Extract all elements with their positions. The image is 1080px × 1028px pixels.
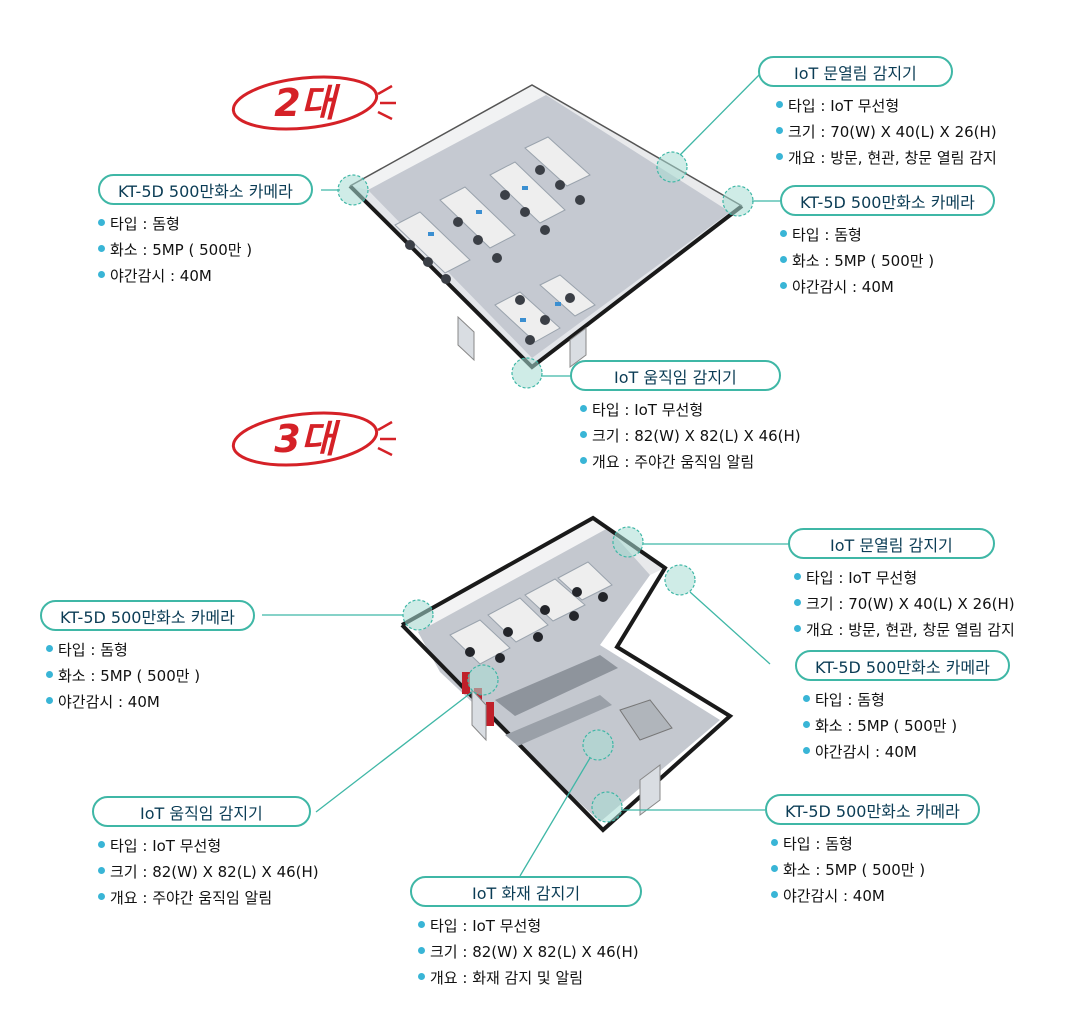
spec-item: 개요 : 주야간 움직임 알림 <box>98 885 319 911</box>
spec-item: 화소 : 5MP ( 500만 ) <box>803 713 1010 739</box>
bullet-icon <box>98 893 105 900</box>
bullet-icon <box>776 153 783 160</box>
floor2-callout-camera-bottom: KT-5D 500만화소 카메라 타입 : 돔형 화소 : 5MP ( 500만… <box>765 794 980 909</box>
badge-ellipse-icon <box>231 411 396 467</box>
floor2-callout-camera-right: KT-5D 500만화소 카메라 타입 : 돔형 화소 : 5MP ( 500만… <box>795 650 1010 765</box>
bullet-icon <box>98 841 105 848</box>
callout-title: IoT 움직임 감지기 <box>570 360 781 391</box>
floor2-callout-camera-left: KT-5D 500만화소 카메라 타입 : 돔형 화소 : 5MP ( 500만… <box>40 600 255 715</box>
callout-title: KT-5D 500만화소 카메라 <box>765 794 980 825</box>
spec-list: 타입 : IoT 무선형 크기 : 70(W) X 40(L) X 26(H) … <box>776 93 997 171</box>
bullet-icon <box>780 256 787 263</box>
floor1-callout-camera-right: KT-5D 500만화소 카메라 타입 : 돔형 화소 : 5MP ( 500만… <box>780 185 995 300</box>
floor2-callout-motion-sensor: IoT 움직임 감지기 타입 : IoT 무선형 크기 : 82(W) X 82… <box>92 796 319 911</box>
spec-item: 크기 : 70(W) X 40(L) X 26(H) <box>776 119 997 145</box>
spec-item: 개요 : 화재 감지 및 알림 <box>418 965 642 991</box>
bullet-icon <box>580 405 587 412</box>
spec-item: 타입 : 돔형 <box>803 687 1010 713</box>
bullet-icon <box>771 891 778 898</box>
callout-title: IoT 움직임 감지기 <box>92 796 311 827</box>
bullet-icon <box>771 865 778 872</box>
spec-item: 크기 : 82(W) X 82(L) X 46(H) <box>98 859 319 885</box>
spec-item: 타입 : IoT 무선형 <box>776 93 997 119</box>
floor2-count-text: 3대 <box>274 417 336 461</box>
bullet-icon <box>803 695 810 702</box>
callout-title: KT-5D 500만화소 카메라 <box>795 650 1010 681</box>
spec-item: 타입 : IoT 무선형 <box>794 565 1015 591</box>
spec-list: 타입 : 돔형 화소 : 5MP ( 500만 ) 야간감시 : 40M <box>780 222 995 300</box>
callout-title: KT-5D 500만화소 카메라 <box>40 600 255 631</box>
bullet-icon <box>46 697 53 704</box>
spec-item: 타입 : IoT 무선형 <box>418 913 642 939</box>
callout-title: KT-5D 500만화소 카메라 <box>780 185 995 216</box>
spec-item: 화소 : 5MP ( 500만 ) <box>46 663 255 689</box>
spec-item: 화소 : 5MP ( 500만 ) <box>98 237 313 263</box>
floor2-callout-door-sensor: IoT 문열림 감지기 타입 : IoT 무선형 크기 : 70(W) X 40… <box>788 528 1015 643</box>
spec-item: 개요 : 주야간 움직임 알림 <box>580 449 801 475</box>
spec-item: 타입 : 돔형 <box>771 831 980 857</box>
floor1-count-text: 2대 <box>274 81 336 125</box>
spec-item: 화소 : 5MP ( 500만 ) <box>780 248 995 274</box>
spec-item: 화소 : 5MP ( 500만 ) <box>771 857 980 883</box>
spec-item: 크기 : 82(W) X 82(L) X 46(H) <box>580 423 801 449</box>
spec-item: 타입 : 돔형 <box>98 211 313 237</box>
spec-list: 타입 : IoT 무선형 크기 : 70(W) X 40(L) X 26(H) … <box>794 565 1015 643</box>
bullet-icon <box>794 573 801 580</box>
spec-item: 타입 : IoT 무선형 <box>98 833 319 859</box>
spec-item: 크기 : 82(W) X 82(L) X 46(H) <box>418 939 642 965</box>
floor2-callout-fire-sensor: IoT 화재 감지기 타입 : IoT 무선형 크기 : 82(W) X 82(… <box>410 876 643 991</box>
bullet-icon <box>418 947 425 954</box>
bullet-icon <box>780 230 787 237</box>
bullet-icon <box>794 599 801 606</box>
bullet-icon <box>803 721 810 728</box>
spec-item: 야간감시 : 40M <box>780 274 995 300</box>
badge-ellipse-icon <box>231 75 396 131</box>
spec-list: 타입 : 돔형 화소 : 5MP ( 500만 ) 야간감시 : 40M <box>803 687 1010 765</box>
floor1-callout-motion-sensor: IoT 움직임 감지기 타입 : IoT 무선형 크기 : 82(W) X 82… <box>570 360 801 475</box>
spec-item: 개요 : 방문, 현관, 창문 열림 감지 <box>794 617 1015 643</box>
spec-item: 야간감시 : 40M <box>46 689 255 715</box>
spec-item: 타입 : 돔형 <box>46 637 255 663</box>
floor1-count-badge: 2대 <box>230 72 410 134</box>
spec-item: 야간감시 : 40M <box>771 883 980 909</box>
spec-list: 타입 : 돔형 화소 : 5MP ( 500만 ) 야간감시 : 40M <box>46 637 255 715</box>
bullet-icon <box>46 671 53 678</box>
spec-item: 타입 : IoT 무선형 <box>580 397 801 423</box>
bullet-icon <box>580 431 587 438</box>
callout-title: IoT 화재 감지기 <box>410 876 643 907</box>
office-floor-1 <box>321 71 780 389</box>
bullet-icon <box>98 271 105 278</box>
spec-list: 타입 : IoT 무선형 크기 : 82(W) X 82(L) X 46(H) … <box>418 913 642 991</box>
spec-list: 타입 : IoT 무선형 크기 : 82(W) X 82(L) X 46(H) … <box>98 833 319 911</box>
spec-item: 개요 : 방문, 현관, 창문 열림 감지 <box>776 145 997 171</box>
bullet-icon <box>776 101 783 108</box>
bullet-icon <box>46 645 53 652</box>
bullet-icon <box>794 625 801 632</box>
spec-item: 타입 : 돔형 <box>780 222 995 248</box>
bullet-icon <box>418 973 425 980</box>
bullet-icon <box>776 127 783 134</box>
spec-item: 야간감시 : 40M <box>98 263 313 289</box>
spec-list: 타입 : IoT 무선형 크기 : 82(W) X 82(L) X 46(H) … <box>580 397 801 475</box>
callout-title: IoT 문열림 감지기 <box>758 56 953 87</box>
bullet-icon <box>98 867 105 874</box>
spec-item: 야간감시 : 40M <box>803 739 1010 765</box>
spec-list: 타입 : 돔형 화소 : 5MP ( 500만 ) 야간감시 : 40M <box>98 211 313 289</box>
bullet-icon <box>780 282 787 289</box>
bullet-icon <box>98 245 105 252</box>
floor2-count-badge: 3대 <box>230 408 410 470</box>
spec-item: 크기 : 70(W) X 40(L) X 26(H) <box>794 591 1015 617</box>
bullet-icon <box>98 219 105 226</box>
floor1-callout-camera-left: KT-5D 500만화소 카메라 타입 : 돔형 화소 : 5MP ( 500만… <box>98 174 313 289</box>
bullet-icon <box>771 839 778 846</box>
spec-list: 타입 : 돔형 화소 : 5MP ( 500만 ) 야간감시 : 40M <box>771 831 980 909</box>
bullet-icon <box>418 921 425 928</box>
callout-title: KT-5D 500만화소 카메라 <box>98 174 313 205</box>
floor1-callout-door-sensor: IoT 문열림 감지기 타입 : IoT 무선형 크기 : 70(W) X 40… <box>758 56 997 171</box>
bullet-icon <box>803 747 810 754</box>
office-floor-2 <box>262 515 790 877</box>
bullet-icon <box>580 457 587 464</box>
callout-title: IoT 문열림 감지기 <box>788 528 995 559</box>
